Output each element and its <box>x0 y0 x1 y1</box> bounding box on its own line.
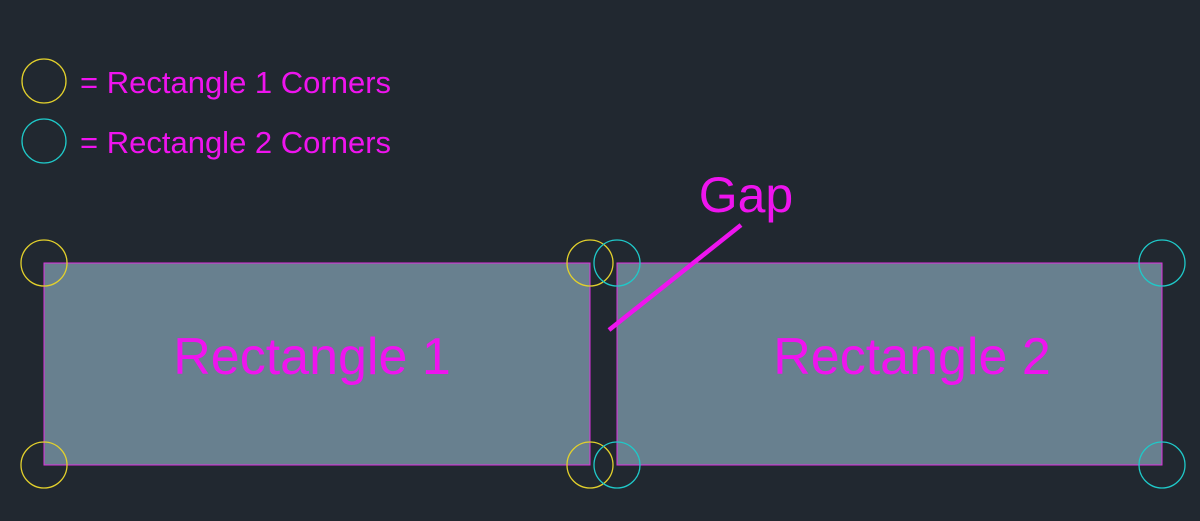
rect2-corner-top-left-icon <box>593 239 641 287</box>
rect1-corner-top-right-icon <box>566 239 614 287</box>
rectangle-1: Rectangle 1 <box>43 262 591 466</box>
rect1-corner-top-left-icon <box>20 239 68 287</box>
rect1-corner-bottom-left-icon <box>20 441 68 489</box>
rectangle-2: Rectangle 2 <box>616 262 1163 466</box>
rect1-corner-bottom-right-icon <box>566 441 614 489</box>
rectangle-2-shape <box>616 262 1163 466</box>
rectangle-1-label: Rectangle 1 <box>173 328 451 386</box>
legend-rect2-label: = Rectangle 2 Corners <box>80 125 391 160</box>
rectangle-2-label: Rectangle 2 <box>773 328 1051 386</box>
legend-rect1-corner-icon <box>21 58 67 104</box>
gap-leader-line <box>607 223 743 332</box>
gap-annotation: Gap <box>607 167 794 332</box>
gap-label: Gap <box>699 167 794 223</box>
legend-rect2-corner-icon <box>21 118 67 164</box>
rect2-corner-bottom-right-icon <box>1138 441 1186 489</box>
legend-rect1-label: = Rectangle 1 Corners <box>80 65 391 100</box>
rectangle-1-shape <box>43 262 591 466</box>
rect2-corner-top-right-icon <box>1138 239 1186 287</box>
rect2-corner-bottom-left-icon <box>593 441 641 489</box>
rectangle-2-corners <box>593 239 1186 489</box>
legend: = Rectangle 1 Corners = Rectangle 2 Corn… <box>21 58 391 164</box>
rectangle-1-corners <box>20 239 614 489</box>
